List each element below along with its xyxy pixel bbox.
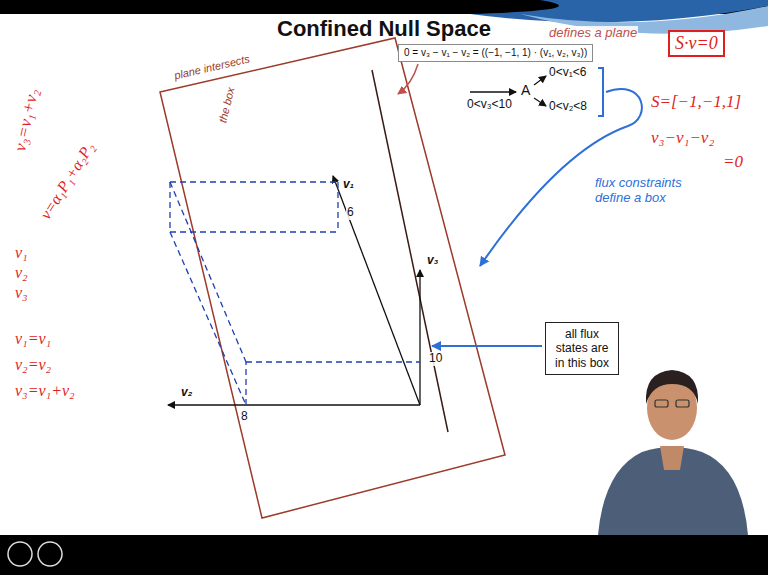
handwritten-note: =0: [722, 152, 744, 172]
v3-axis: [419, 270, 420, 405]
constraint-arrow: [534, 98, 546, 106]
note-box: all flux states are in this box: [545, 322, 619, 375]
box-text: all flux states are in this box: [550, 327, 614, 370]
handwritten-note: S·v=0: [668, 30, 725, 57]
flux-bound: 0<v₃<10: [466, 98, 513, 112]
handwritten-note: v₂: [14, 264, 29, 282]
footer-band: [0, 535, 768, 575]
axis-label: v₁: [342, 178, 355, 192]
plane-outline: [160, 38, 505, 518]
box-pointer: [432, 345, 542, 347]
institute-logo: [8, 542, 32, 566]
handwritten-note: v₃−v₁−v₂: [650, 128, 715, 148]
flux-box: [170, 182, 420, 405]
handwritten-note: v₃=v₁+v₂: [14, 382, 76, 400]
constraint-bracket: [598, 68, 603, 116]
axis-label: v₂: [180, 386, 193, 400]
constraint-arrow: [470, 91, 516, 92]
flux-bound: 0<v₂<8: [548, 100, 588, 114]
handwritten-note: v₁=v₁: [14, 330, 52, 348]
handwritten-note: v₃=v₁+v₂: [10, 86, 43, 154]
point-label: A: [520, 82, 531, 98]
lecturer-figure: [598, 370, 748, 535]
plane-pointer: [398, 64, 418, 94]
flux-bound: 0<v₁<6: [548, 66, 587, 80]
box-text: 0 = v₃ − v₁ − v₂ = ((−1, −1, 1) · (v₁, v…: [404, 47, 587, 59]
constraint-arrow: [534, 76, 546, 85]
plane-note: the box: [216, 85, 237, 125]
tick-value: 8: [240, 410, 249, 424]
handwritten-note: v₂=v₂: [14, 356, 52, 374]
handwritten-note: v₁: [14, 244, 29, 262]
handwritten-note: S=[−1,−1,1]: [650, 92, 742, 112]
handwritten-note: v=α₁P₁+α₂P₂: [36, 138, 99, 223]
v2-axis: [168, 404, 420, 405]
institute-logo: [38, 542, 62, 566]
axis-label: v₃: [426, 254, 439, 268]
tick-value: 10: [428, 352, 443, 366]
plane-note: defines a plane: [548, 26, 638, 41]
handwritten-note: v₃: [14, 284, 29, 302]
equation-box: 0 = v₃ − v₁ − v₂ = ((−1, −1, 1) · (v₁, v…: [398, 44, 593, 62]
box-note: flux constraints define a box: [594, 176, 706, 206]
plane-note: plane intersects: [172, 52, 252, 82]
v1-axis: [333, 176, 420, 405]
slide-title: Confined Null Space: [0, 16, 768, 41]
tick-value: 6: [346, 206, 355, 220]
